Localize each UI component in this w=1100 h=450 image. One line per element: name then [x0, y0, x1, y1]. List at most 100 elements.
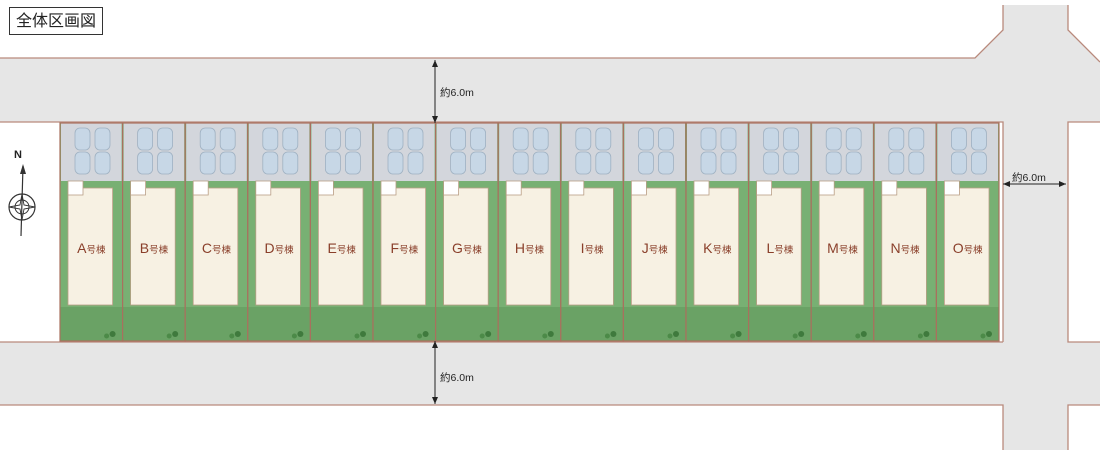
lot-letter: F — [391, 240, 400, 256]
shrub-icon — [234, 331, 241, 337]
lot-label: J号棟 — [642, 240, 669, 256]
road-dimensions: 約6.0m 約6.0m 約6.0m — [432, 60, 1066, 404]
lot-suffix: 号棟 — [337, 244, 357, 256]
lot-label: H号棟 — [515, 240, 545, 256]
house-footprint — [568, 187, 614, 306]
car-icon — [845, 127, 862, 151]
left-open-area — [0, 122, 58, 342]
lot-letter: C — [202, 240, 212, 256]
car-icon — [720, 127, 737, 151]
car-icon — [137, 151, 154, 175]
lot-letter: E — [328, 240, 337, 256]
car-icon — [595, 151, 612, 175]
car-icon — [532, 151, 549, 175]
lot-letter: B — [140, 240, 149, 256]
car-icon — [262, 151, 279, 175]
lot-letter: O — [953, 240, 964, 256]
house-footprint — [631, 187, 677, 306]
lot-B: B号棟 — [121, 122, 186, 342]
shrub-icon — [291, 333, 297, 339]
car-icon — [638, 151, 654, 175]
entrance-porch — [944, 180, 960, 196]
lot-suffix: 号棟 — [212, 244, 232, 256]
car-icon — [137, 127, 154, 151]
parking-pad — [624, 123, 685, 181]
shrub-icon — [422, 331, 429, 337]
lot-D: D号棟 — [247, 122, 312, 342]
entrance-porch — [192, 180, 209, 196]
compass-inner-ring-icon — [14, 199, 30, 215]
car-icon — [700, 127, 717, 151]
lot-label: E号棟 — [328, 240, 357, 256]
lot-J: J号棟 — [622, 122, 687, 342]
lot-label: K号棟 — [703, 240, 732, 256]
shrub-icon — [229, 333, 235, 339]
lot-label: F号棟 — [391, 240, 419, 256]
car-icon — [282, 127, 299, 151]
lot-suffix: 号棟 — [774, 244, 794, 256]
shrub-icon — [792, 333, 798, 339]
parking-pad — [937, 123, 998, 181]
car-icon — [720, 151, 737, 175]
car-icon — [658, 127, 674, 151]
lot-suffix: 号棟 — [149, 244, 169, 256]
top-road-edge-upper-right — [1067, 5, 1100, 63]
top-road — [0, 5, 1100, 122]
lot-label: N号棟 — [891, 240, 921, 256]
lot-G: G号棟 — [435, 122, 499, 342]
shrub-icon — [798, 331, 805, 337]
shrub-icon — [735, 331, 742, 337]
lot-suffix: 号棟 — [585, 244, 605, 256]
shrub-icon — [297, 331, 304, 337]
page-title: 全体区画図 — [9, 7, 104, 35]
shrub-icon — [610, 331, 617, 337]
car-icon — [763, 151, 779, 175]
shrub-icon — [479, 333, 485, 339]
lot-label: D号棟 — [265, 240, 295, 256]
car-icon — [74, 151, 91, 175]
lot-suffix: 号棟 — [275, 244, 295, 256]
lot-suffix: 号棟 — [86, 244, 106, 256]
car-icon — [74, 127, 91, 151]
car-icon — [450, 127, 467, 151]
lot-suffix: 号棟 — [399, 244, 419, 256]
lot-A: A号棟 — [59, 122, 124, 342]
lot-label: M号棟 — [827, 240, 858, 256]
lot-letter: J — [642, 240, 649, 256]
entrance-porch — [255, 180, 272, 196]
car-icon — [783, 127, 799, 151]
right-road-edge — [1067, 121, 1100, 343]
lot-letter: N — [891, 240, 901, 256]
entrance-porch — [881, 180, 898, 196]
shrub-icon — [986, 331, 992, 337]
bottom-road-arrow-up — [432, 341, 438, 348]
shrub-icon — [855, 333, 861, 339]
car-icon — [219, 127, 236, 151]
car-icon — [199, 127, 216, 151]
house-footprint — [317, 187, 364, 306]
car-icon — [470, 151, 487, 175]
car-icon — [845, 151, 862, 175]
entrance-porch — [67, 180, 84, 196]
house-footprint — [192, 187, 239, 306]
north-arrowhead-icon — [20, 164, 26, 174]
car-icon — [512, 151, 529, 175]
entrance-porch — [756, 180, 772, 196]
house-footprint — [130, 187, 176, 306]
lot-H: H号棟 — [497, 122, 562, 342]
car-icon — [344, 127, 361, 151]
shrub-icon — [667, 333, 673, 339]
bottom-road-edge-lower — [0, 404, 1004, 450]
house-footprint — [693, 187, 739, 306]
shrub-icon — [980, 333, 986, 339]
lot-letter: H — [515, 240, 525, 256]
lot-L: L号棟 — [747, 122, 812, 342]
lot-letter: A — [77, 240, 87, 256]
car-icon — [951, 151, 967, 175]
house-footprint — [756, 187, 802, 306]
parking-pad — [123, 123, 185, 181]
car-icon — [157, 151, 174, 175]
parking-pad — [499, 123, 560, 181]
lot-letter: I — [581, 240, 585, 256]
